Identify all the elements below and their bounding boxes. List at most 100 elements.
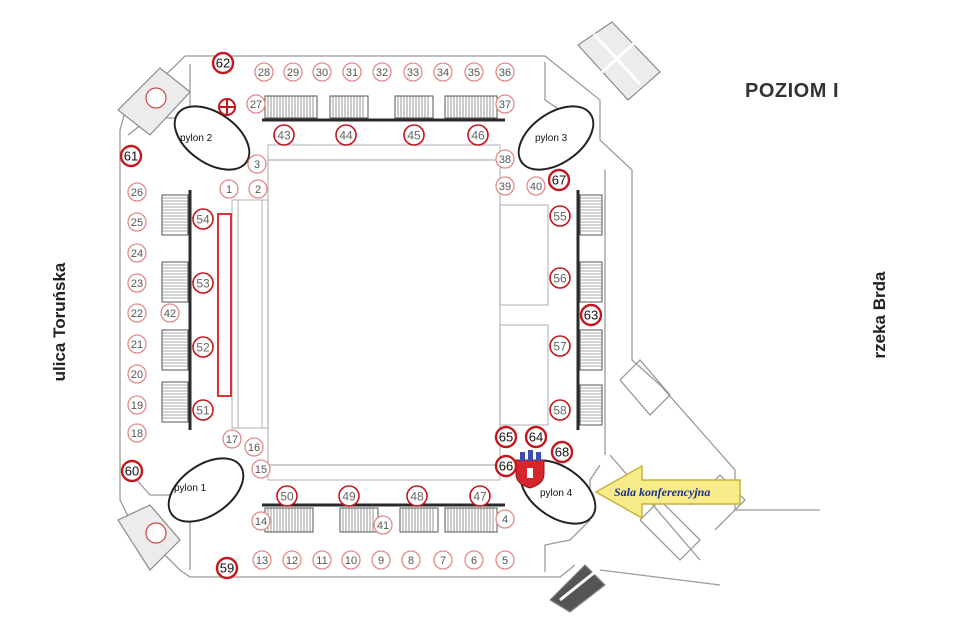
marker-6[interactable]: 6 [464,550,484,570]
marker-48[interactable]: 48 [406,485,428,507]
marker-number: 21 [131,339,143,351]
marker-14[interactable]: 14 [251,511,271,531]
marker-53[interactable]: 53 [192,272,214,294]
marker-46[interactable]: 46 [467,124,489,146]
marker-5[interactable]: 5 [495,550,515,570]
marker-28[interactable]: 28 [254,62,274,82]
marker-60[interactable]: 60 [120,459,144,483]
marker-20[interactable]: 20 [127,364,147,384]
marker-8[interactable]: 8 [401,550,421,570]
marker-17[interactable]: 17 [222,429,242,449]
marker-45[interactable]: 45 [403,124,425,146]
marker-30[interactable]: 30 [312,62,332,82]
marker-31[interactable]: 31 [342,62,362,82]
marker-11[interactable]: 11 [312,550,332,570]
marker-4[interactable]: 4 [495,509,515,529]
marker-58[interactable]: 58 [549,399,571,421]
marker-29[interactable]: 29 [283,62,303,82]
seating-walls [188,118,580,507]
marker-22[interactable]: 22 [127,303,147,323]
marker-16[interactable]: 16 [244,437,264,457]
marker-21[interactable]: 21 [127,334,147,354]
marker-61[interactable]: 61 [119,144,143,168]
marker-67[interactable]: 67 [547,168,571,192]
marker-32[interactable]: 32 [372,62,392,82]
marker-circle [495,509,515,529]
marker-number: 56 [553,271,567,285]
marker-55[interactable]: 55 [549,205,571,227]
marker-10[interactable]: 10 [341,550,361,570]
marker-number: 50 [280,489,294,503]
marker-39[interactable]: 39 [495,176,515,196]
marker-circle [338,485,360,507]
marker-number: 2 [255,184,261,196]
marker-54[interactable]: 54 [192,208,214,230]
marker-56[interactable]: 56 [549,267,571,289]
marker-number: 46 [471,128,485,142]
marker-26[interactable]: 26 [127,182,147,202]
marker-57[interactable]: 57 [549,335,571,357]
marker-1[interactable]: 1 [219,179,239,199]
marker-number: 19 [131,400,143,412]
marker-68[interactable]: 68 [550,440,574,464]
marker-25[interactable]: 25 [127,212,147,232]
marker-38[interactable]: 38 [495,149,515,169]
marker-12[interactable]: 12 [282,550,302,570]
stand-block [579,194,603,236]
marker-62[interactable]: 62 [211,51,235,75]
marker-47[interactable]: 47 [469,485,491,507]
marker-33[interactable]: 33 [403,62,423,82]
marker-63[interactable]: 63 [579,303,603,327]
marker-7[interactable]: 7 [433,550,453,570]
coat-of-arms-icon [515,450,545,489]
corner-towers [117,21,661,613]
grandstands [161,95,603,533]
conference-room-label[interactable]: Sala konferencyjna [614,485,711,499]
marker-number: 64 [529,430,543,445]
marker-23[interactable]: 23 [127,273,147,293]
marker-43[interactable]: 43 [273,124,295,146]
marker-circle [403,124,425,146]
marker-number: 29 [287,67,299,79]
marker-number: 23 [131,278,143,290]
marker-44[interactable]: 44 [335,124,357,146]
marker-35[interactable]: 35 [464,62,484,82]
marker-13[interactable]: 13 [252,550,272,570]
marker-41[interactable]: 41 [373,515,393,535]
marker-37[interactable]: 37 [495,94,515,114]
marker-circle [524,425,548,449]
pylon-4-label: pylon 4 [540,488,573,499]
marker-circle [550,440,574,464]
conference-arrow [594,464,741,520]
marker-66[interactable]: 66 [494,454,518,478]
marker-51[interactable]: 51 [192,399,214,421]
marker-24[interactable]: 24 [127,243,147,263]
marker-circle [335,124,357,146]
marker-15[interactable]: 15 [251,459,271,479]
marker-number: 18 [131,428,143,440]
marker-number: 9 [378,555,384,567]
marker-27[interactable]: 27 [246,94,266,114]
marker-59[interactable]: 59 [215,556,239,580]
marker-34[interactable]: 34 [433,62,453,82]
marker-50[interactable]: 50 [276,485,298,507]
marker-circle [526,176,546,196]
marker-49[interactable]: 49 [338,485,360,507]
marker-2[interactable]: 2 [248,179,268,199]
marker-65[interactable]: 65 [494,425,518,449]
marker-circle [494,454,518,478]
marker-18[interactable]: 18 [127,423,147,443]
marker-circle [127,243,147,263]
marker-3[interactable]: 3 [247,154,267,174]
marker-19[interactable]: 19 [127,395,147,415]
marker-36[interactable]: 36 [495,62,515,82]
marker-number: 35 [468,67,480,79]
marker-64[interactable]: 64 [524,425,548,449]
marker-number: 37 [499,99,511,111]
marker-52[interactable]: 52 [192,336,214,358]
marker-number: 4 [502,514,508,526]
marker-40[interactable]: 40 [526,176,546,196]
marker-42[interactable]: 42 [160,303,180,323]
marker-9[interactable]: 9 [371,550,391,570]
marker-circle [467,124,489,146]
